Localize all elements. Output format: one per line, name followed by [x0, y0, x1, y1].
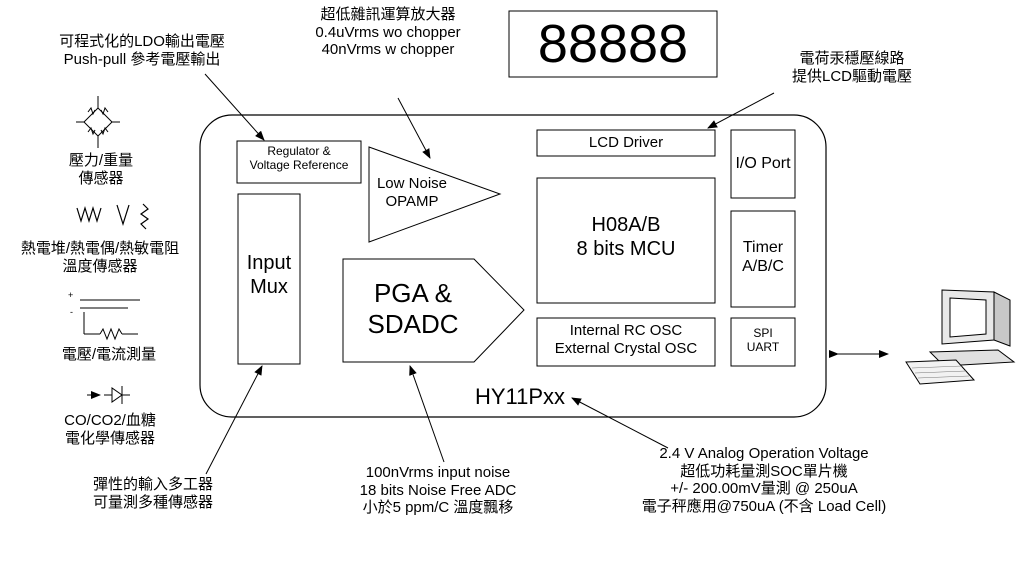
opamp-label-line1: Low Noise	[376, 175, 448, 192]
spi-label-line1: SPI	[753, 326, 773, 340]
opamp-note-line1: 超低雜訊運算放大器	[320, 6, 456, 23]
chemical-sensor-label-line1: CO/CO2/血糖	[64, 412, 156, 429]
io-port-block	[730, 129, 796, 199]
timer-block	[730, 210, 796, 308]
timer-label-line1: Timer	[742, 239, 784, 256]
svg-text:-: -	[70, 307, 73, 317]
regulator-block	[236, 140, 362, 184]
chemical-sensor-label-line2: 電化學傳感器	[64, 429, 155, 447]
wheatstone-bridge-icon	[76, 96, 120, 148]
charge-pump-note-line1: 電荷汞穩壓線路	[799, 50, 905, 67]
adc-note-line1: 100nVrms input noise	[365, 464, 511, 481]
soc-note-line3: +/- 200.00mV量測 @ 250uA	[670, 480, 858, 498]
svg-text:+: +	[68, 290, 73, 300]
adc-note-line3: 小於5 ppm/C 溫度飄移	[362, 499, 514, 517]
pressure-sensor-label-line2: 傳感器	[78, 169, 124, 187]
photodiode-icon	[87, 386, 130, 404]
opamp-note-line3: 40nVrms w chopper	[321, 41, 455, 59]
io-port-label: I/O Port	[735, 155, 791, 172]
regulator-label-line2: Voltage Reference	[249, 158, 349, 173]
voltage-sensor-label: 電壓/電流測量	[61, 346, 157, 363]
adc-note-line2: 18 bits Noise Free ADC	[359, 481, 517, 499]
opamp-arrow	[397, 97, 431, 159]
lcd-display-box	[508, 10, 718, 78]
input-mux-block	[237, 193, 301, 365]
adc-arrow	[409, 365, 445, 463]
osc-label-line2: External Crystal OSC	[554, 339, 698, 357]
soc-note-line2: 超低功耗量測SOC單片機	[680, 462, 848, 480]
pga-label-line2: SDADC	[367, 308, 459, 339]
opamp-label-line2: OPAMP	[385, 192, 439, 210]
soc-note-line4: 電子秤應用@750uA (不含 Load Cell)	[641, 498, 887, 516]
input-mux-label-line1: Input	[246, 252, 292, 274]
ldo-note-line2: Push-pull 參考電壓輸出	[63, 50, 221, 68]
chip-name: HY11Pxx	[474, 384, 566, 409]
pressure-sensor-label-line1: 壓力/重量	[68, 152, 134, 169]
mux-note-line1: 彈性的輸入多工器	[92, 476, 213, 493]
charge-pump-arrow	[707, 92, 775, 129]
mcu-label-line1: H08A/B	[591, 214, 661, 236]
spi-label-line2: UART	[746, 340, 780, 355]
ldo-arrow	[204, 73, 265, 141]
thermocouple-icon	[76, 203, 150, 230]
pga-label-line1: PGA &	[373, 278, 453, 308]
voltage-source-icon: + -	[68, 290, 140, 341]
thermal-sensor-label-line2: 溫度傳感器	[62, 257, 138, 275]
mux-arrow	[205, 365, 263, 475]
mcu-label-line2: 8 bits MCU	[576, 237, 676, 260]
lcd-driver-block	[536, 129, 716, 157]
input-mux-label-line2: Mux	[250, 275, 288, 298]
spi-uart-block	[730, 317, 796, 367]
mcu-block	[536, 177, 716, 304]
thermal-sensor-label-line1: 熱電堆/熱電偶/熱敏電阻	[20, 240, 180, 257]
lcd-driver-label: LCD Driver	[588, 134, 664, 151]
charge-pump-note-line2: 提供LCD驅動電壓	[791, 67, 912, 85]
mux-note-line2: 可量測多種傳感器	[92, 493, 213, 511]
lcd-display-digits: 88888	[537, 14, 689, 74]
computer-icon	[905, 289, 1016, 385]
pga-sdadc-block	[342, 258, 525, 363]
soc-note-line1: 2.4 V Analog Operation Voltage	[659, 445, 869, 462]
ldo-note-line1: 可程式化的LDO輸出電壓	[59, 33, 225, 50]
osc-block	[536, 317, 716, 367]
opamp-note-line2: 0.4uVrms wo chopper	[315, 23, 461, 41]
opamp-triangle	[368, 146, 502, 243]
osc-label-line1: Internal RC OSC	[569, 322, 683, 339]
soc-arrow	[571, 397, 669, 449]
regulator-label-line1: Regulator &	[267, 144, 331, 158]
timer-label-line2: A/B/C	[742, 257, 784, 275]
